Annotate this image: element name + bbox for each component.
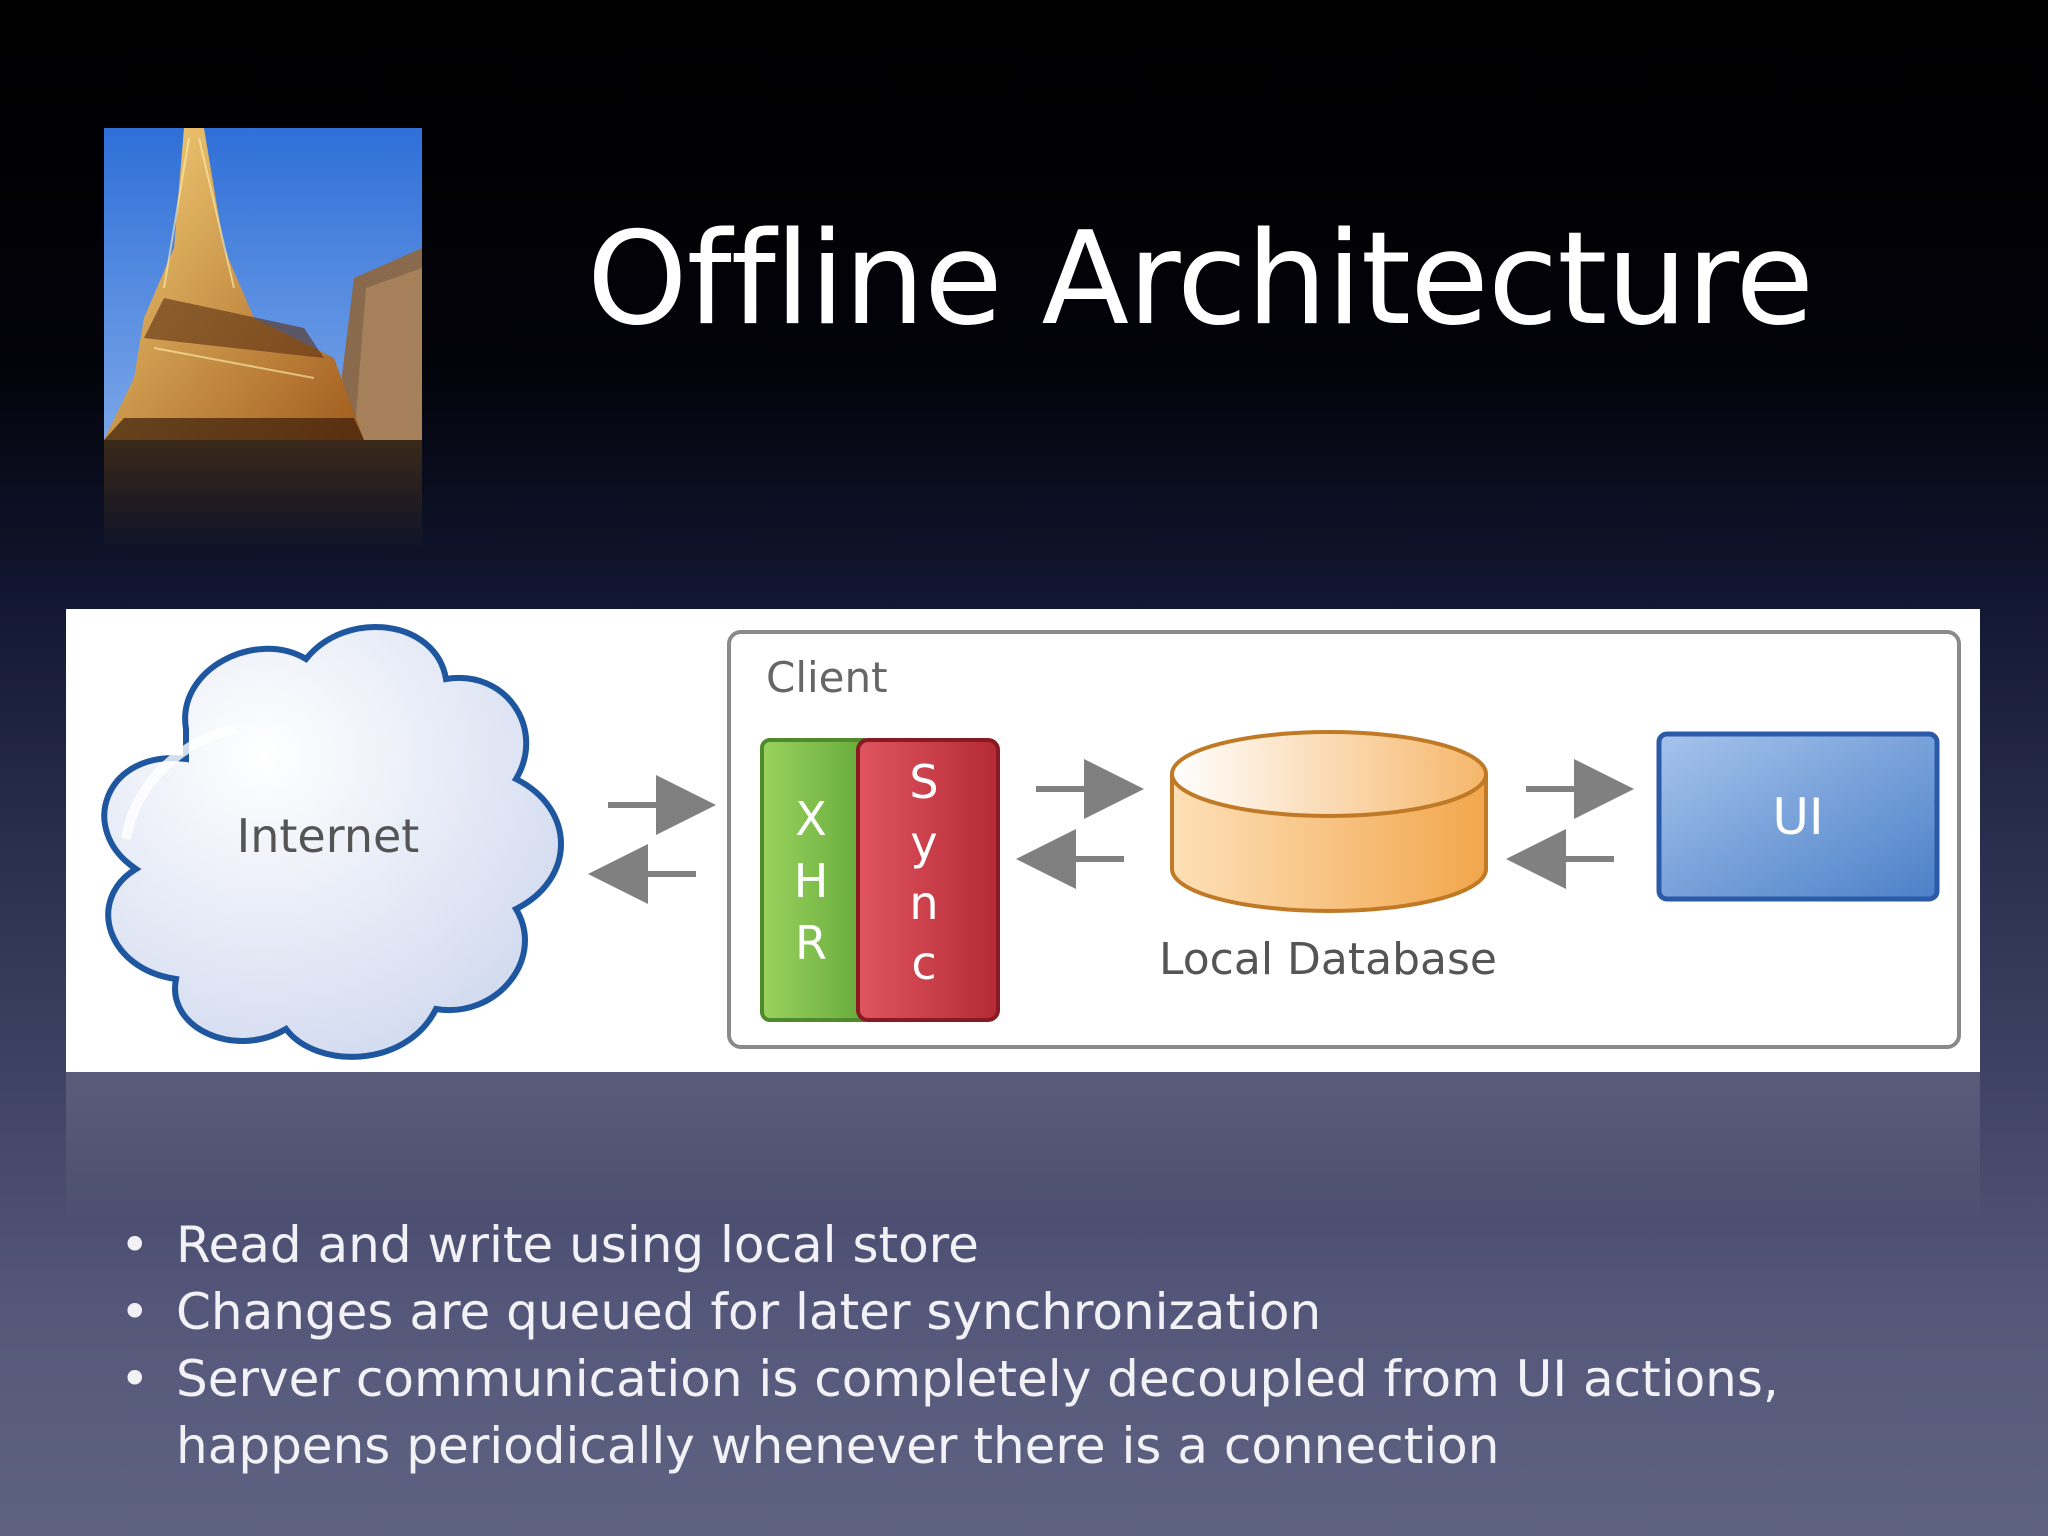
architecture-diagram: Internet Client X H R S y n c Local Data… <box>66 609 1980 1072</box>
architecture-diagram-svg: Internet Client X H R S y n c Local Data… <box>101 624 1961 1060</box>
xhr-letter-x: X <box>795 792 827 846</box>
internet-cloud <box>101 624 564 1060</box>
bullet-marker: • <box>120 1283 150 1341</box>
photo-reflection <box>104 440 422 550</box>
sync-letter-y: y <box>910 816 937 870</box>
local-database-label: Local Database <box>1159 934 1497 985</box>
sync-letter-s: S <box>909 755 938 809</box>
slide-title: Offline Architecture <box>586 205 1814 354</box>
bullet-text: Changes are queued for later synchroniza… <box>176 1283 1322 1341</box>
xhr-letter-h: H <box>794 854 829 908</box>
client-label: Client <box>766 653 888 702</box>
internet-label: Internet <box>237 809 420 863</box>
diagram-reflection <box>66 1072 1980 1222</box>
sync-block <box>856 738 1000 1022</box>
ui-box <box>1656 731 1940 902</box>
bullet-text: Server communication is completely decou… <box>176 1350 1779 1475</box>
sync-letter-n: n <box>909 876 938 930</box>
eiffel-tower-image <box>104 128 422 440</box>
xhr-letter-r: R <box>795 916 827 970</box>
bullet-list: • Read and write using local store • Cha… <box>110 1212 1970 1480</box>
ui-label: UI <box>1772 788 1823 846</box>
eiffel-tower-photo <box>104 128 422 440</box>
bullet-item: • Read and write using local store <box>110 1212 1970 1279</box>
bullet-marker: • <box>120 1216 150 1274</box>
local-database-cylinder <box>1170 730 1488 913</box>
bullet-item: • Changes are queued for later synchroni… <box>110 1279 1970 1346</box>
bullet-text: Read and write using local store <box>176 1216 979 1274</box>
sync-letter-c: c <box>911 936 936 990</box>
bullet-item: • Server communication is completely dec… <box>110 1346 1970 1480</box>
bullet-marker: • <box>120 1350 150 1408</box>
